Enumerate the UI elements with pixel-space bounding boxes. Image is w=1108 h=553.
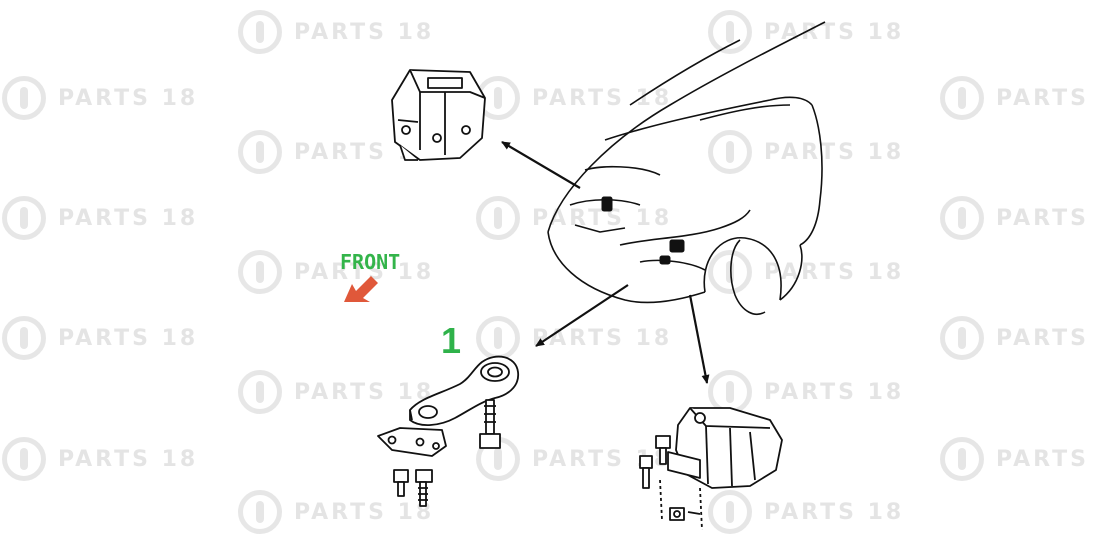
parts18-logo-icon (2, 437, 46, 481)
watermark: PARTS 18 (476, 196, 672, 240)
parts18-logo-icon (238, 370, 282, 414)
watermark: PARTS 18 (238, 490, 434, 534)
watermark: PARTS 18 (2, 76, 198, 120)
watermark: PARTS 18 (476, 76, 672, 120)
car-front-outline (547, 21, 826, 316)
watermark: PARTS 18 (2, 316, 198, 360)
watermark: PARTS 18 (238, 10, 434, 54)
watermark: PARTS 18 (708, 370, 904, 414)
parts18-logo-icon (940, 196, 984, 240)
parts18-logo-icon (708, 250, 752, 294)
parts18-logo-icon (940, 437, 984, 481)
parts18-logo-icon (2, 76, 46, 120)
rear-torque-rod-mount (377, 355, 519, 507)
watermark: PARTS (940, 196, 1089, 240)
watermark: PARTS 18 (476, 316, 672, 360)
parts18-logo-icon (238, 250, 282, 294)
parts18-logo-icon (238, 130, 282, 174)
watermark: PARTS 18 (708, 490, 904, 534)
side-engine-mount (639, 407, 783, 531)
watermark: PARTS 18 (2, 437, 198, 481)
parts18-logo-icon (708, 10, 752, 54)
watermark: PARTS (940, 316, 1089, 360)
parts18-logo-icon (2, 196, 46, 240)
parts18-logo-icon (476, 196, 520, 240)
watermark: PARTS 18 (2, 196, 198, 240)
watermark: PARTS 18 (708, 130, 904, 174)
parts18-logo-icon (708, 490, 752, 534)
leader-arrows (501, 141, 710, 384)
parts18-logo-icon (2, 316, 46, 360)
parts18-logo-icon (238, 10, 282, 54)
parts18-logo-icon (238, 490, 282, 534)
front-direction-arrow-icon (344, 276, 378, 302)
callout-number: 1 (441, 320, 462, 361)
watermark: PARTS (940, 437, 1089, 481)
parts18-logo-icon (940, 316, 984, 360)
watermark: PARTS 18 (708, 250, 904, 294)
watermark: PARTS 18 (238, 250, 434, 294)
watermark: PARTS 18 (708, 10, 904, 54)
car-mount-highlights (601, 196, 685, 265)
parts18-logo-icon (940, 76, 984, 120)
upper-engine-mount (391, 69, 486, 161)
watermark: PARTS (940, 76, 1089, 120)
parts18-logo-icon (708, 130, 752, 174)
front-label: FRONT (340, 250, 401, 274)
watermark: PARTS 18 (238, 370, 434, 414)
